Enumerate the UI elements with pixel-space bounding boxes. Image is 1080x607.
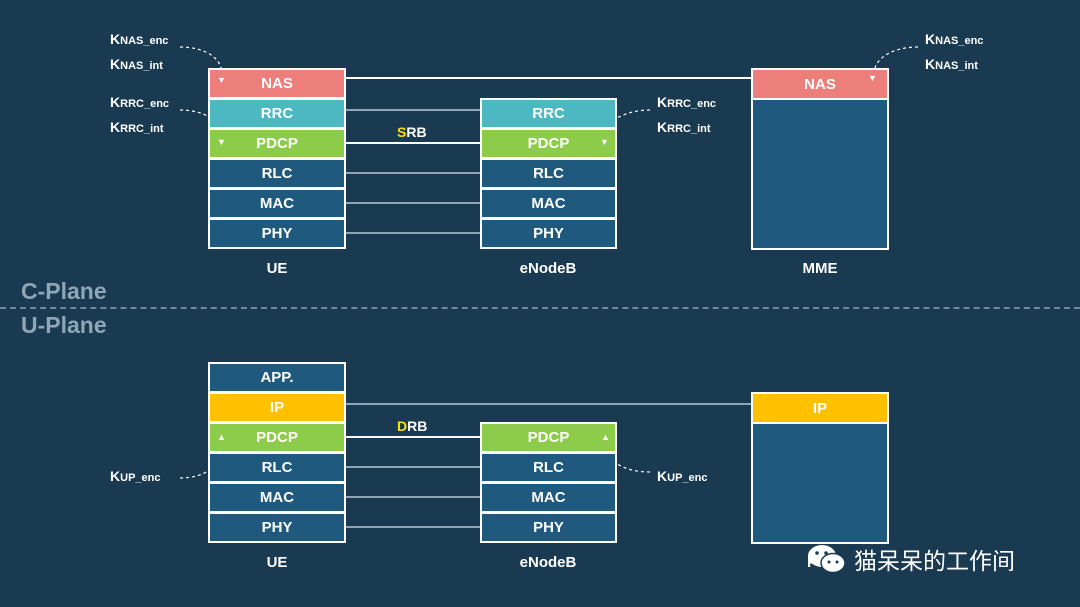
enb-rrc-enc-key: KRRC_enc xyxy=(657,94,717,110)
cp-enb-label: eNodeB xyxy=(519,260,577,277)
cp-enb-rrc-layer: RRC xyxy=(480,98,617,129)
up-ue-phy-layer: PHY xyxy=(208,512,346,543)
cp-enb-phy-layer: PHY xyxy=(480,218,617,249)
up-enb-mac-layer: MAC xyxy=(480,482,617,513)
srb-label: SRB xyxy=(397,124,427,140)
ue-up-key-arrow-icon: ▲ xyxy=(217,432,226,442)
up-enb-label: eNodeB xyxy=(519,554,577,571)
mme-nas-key-arrow-icon: ▼ xyxy=(868,73,877,83)
plane-divider xyxy=(0,307,1080,309)
cp-ue-pdcp-layer: PDCP xyxy=(208,128,346,159)
up-rlc-peer-line xyxy=(345,466,481,468)
up-phy-peer-line xyxy=(345,526,481,528)
cp-ue-rlc-layer: RLC xyxy=(208,158,346,189)
ue-nas-int-key: KNAS_int xyxy=(110,56,163,72)
watermark-text: 猫呆呆的工作间 xyxy=(854,549,1015,575)
cp-ue-label: UE xyxy=(266,260,288,277)
ue-nas-enc-key: KNAS_enc xyxy=(110,31,169,47)
cp-ue-rrc-layer: RRC xyxy=(208,98,346,129)
cp-mme-nas-layer: NAS xyxy=(751,68,889,100)
drb-line xyxy=(345,436,481,438)
mme-body-box xyxy=(751,98,889,250)
c-plane-label: C-Plane xyxy=(21,278,107,304)
enb-rrc-int-key: KRRC_int xyxy=(657,119,711,135)
up-enb-phy-layer: PHY xyxy=(480,512,617,543)
mac-peer-line xyxy=(345,202,481,204)
cp-enb-mac-layer: MAC xyxy=(480,188,617,219)
ue-nas-key-arrow-icon: ▼ xyxy=(217,75,226,85)
u-plane-label: U-Plane xyxy=(21,312,107,338)
up-mac-peer-line xyxy=(345,496,481,498)
pgw-body-box xyxy=(751,422,889,544)
up-pgw-ip-layer: IP xyxy=(751,392,889,424)
enb-up-enc-key: KUP_enc xyxy=(657,468,708,484)
rrc-peer-line xyxy=(345,109,481,111)
nas-peer-line xyxy=(345,77,753,79)
mme-nas-enc-key: KNAS_enc xyxy=(925,31,984,47)
ue-rrc-int-key: KRRC_int xyxy=(110,119,164,135)
cp-ue-phy-layer: PHY xyxy=(208,218,346,249)
rlc-peer-line xyxy=(345,172,481,174)
phy-peer-line xyxy=(345,232,481,234)
ue-pdcp-key-arrow-icon: ▼ xyxy=(217,137,226,147)
up-ue-ip-layer: IP xyxy=(208,392,346,423)
up-enb-pdcp-layer: PDCP xyxy=(480,422,617,453)
ue-up-enc-key: KUP_enc xyxy=(110,468,161,484)
mme-nas-int-key: KNAS_int xyxy=(925,56,978,72)
up-ue-pdcp-layer: PDCP xyxy=(208,422,346,453)
up-ue-mac-layer: MAC xyxy=(208,482,346,513)
up-ue-label: UE xyxy=(266,554,288,571)
cp-enb-rlc-layer: RLC xyxy=(480,158,617,189)
up-ue-app-layer: APP. xyxy=(208,362,346,393)
cp-enb-pdcp-layer: PDCP xyxy=(480,128,617,159)
cp-ue-nas-layer: NAS xyxy=(208,68,346,99)
srb-line xyxy=(345,142,481,144)
cp-mme-label: MME xyxy=(802,260,838,277)
enb-pdcp-key-arrow-icon: ▼ xyxy=(600,137,609,147)
enb-up-key-arrow-icon: ▲ xyxy=(601,432,610,442)
up-ue-rlc-layer: RLC xyxy=(208,452,346,483)
ue-rrc-enc-key: KRRC_enc xyxy=(110,94,170,110)
ip-peer-line xyxy=(345,403,753,405)
cp-ue-mac-layer: MAC xyxy=(208,188,346,219)
watermark: 猫呆呆的工作间 xyxy=(806,541,1015,577)
wechat-icon xyxy=(808,545,846,574)
up-enb-rlc-layer: RLC xyxy=(480,452,617,483)
drb-label: DRB xyxy=(397,418,428,434)
